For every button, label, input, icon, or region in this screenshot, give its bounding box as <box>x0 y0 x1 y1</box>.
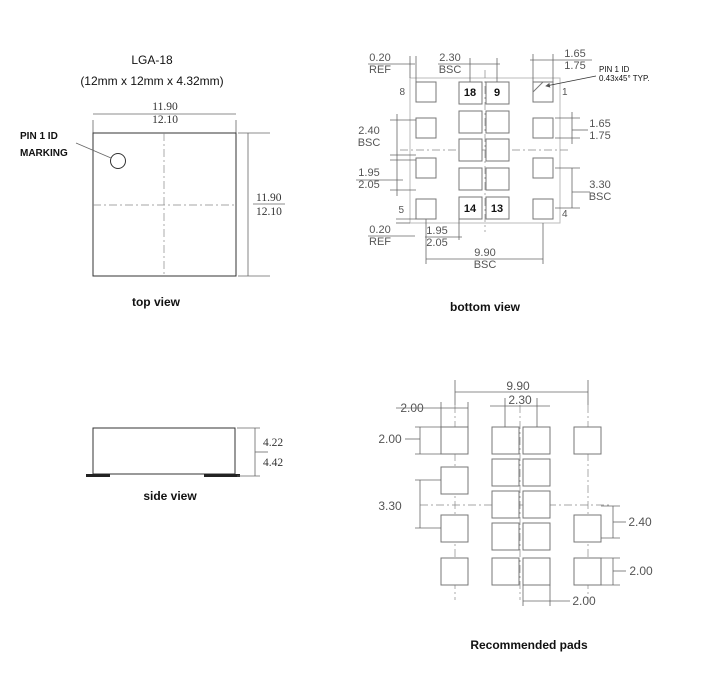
pin-num-5: 5 <box>398 205 404 216</box>
rec-pad <box>522 458 551 487</box>
pitch-top-val: 2.30 <box>439 52 460 64</box>
recommended-pads-label: Recommended pads <box>470 638 588 652</box>
rec-pad-h2: 2.00 <box>629 564 653 578</box>
pin1-id-arrow <box>545 75 597 88</box>
bottom-pad <box>415 157 437 179</box>
span-unit: BSC <box>474 259 497 271</box>
bottom-pad-5 <box>415 198 437 220</box>
rec-pad <box>491 458 520 487</box>
side-view: 4.22 4.42 side view <box>86 427 283 503</box>
pin-num-18: 18 <box>464 87 476 99</box>
rec-pad <box>522 522 551 551</box>
pin1-id-line1: PIN 1 ID <box>599 65 629 74</box>
pad-b-min: 1.95 <box>426 225 447 237</box>
rec-pad <box>491 522 520 551</box>
pad-w2-max: 1.75 <box>589 130 610 142</box>
pin-num-4: 4 <box>562 209 568 220</box>
rec-pad <box>440 514 469 543</box>
package-dimensions: (12mm x 12mm x 4.32mm) <box>80 74 223 88</box>
rec-pad <box>440 466 469 495</box>
rec-pad <box>491 426 520 455</box>
pad-w-min: 1.65 <box>564 48 585 60</box>
pitch-left-unit: BSC <box>358 137 381 149</box>
row-pitch-unit: BSC <box>589 191 612 203</box>
pin1-chamfer <box>532 81 544 93</box>
ref-top-val: 0.20 <box>369 52 390 64</box>
side-h-min: 4.22 <box>263 437 283 449</box>
bottom-pad <box>485 110 510 134</box>
bottom-pad <box>458 138 483 162</box>
pin-num-1: 1 <box>562 87 568 98</box>
rec-pad <box>440 557 469 586</box>
bottom-pad-14 <box>458 196 483 220</box>
package-name: LGA-18 <box>131 53 173 67</box>
rec-pad-w-bot: 2.00 <box>572 594 596 608</box>
ref-bot-unit: REF <box>369 236 391 248</box>
top-width-min: 11.90 <box>152 101 178 113</box>
pin-num-14: 14 <box>464 203 477 215</box>
rec-pad <box>522 426 551 455</box>
rec-span: 9.90 <box>506 379 530 393</box>
top-height-max: 12.10 <box>256 206 282 218</box>
bottom-pad-8 <box>415 81 437 103</box>
rec-pad <box>522 557 551 586</box>
pin-num-13: 13 <box>491 203 503 215</box>
bottom-view-label: bottom view <box>450 300 521 314</box>
side-view-label: side view <box>143 489 197 503</box>
pitch-left-val: 2.40 <box>358 125 379 137</box>
rec-pitch: 2.30 <box>508 393 532 407</box>
rec-pad <box>522 490 551 519</box>
pin1-label-2: MARKING <box>20 148 68 159</box>
rec-pad <box>491 557 520 586</box>
rec-pad <box>573 557 602 586</box>
rec-pad <box>440 426 469 455</box>
pad-w-max: 1.75 <box>564 60 585 72</box>
bottom-pad-13 <box>485 196 510 220</box>
top-width-max: 12.10 <box>152 114 178 126</box>
ref-bot-val: 0.20 <box>369 224 390 236</box>
pad-w2-min: 1.65 <box>589 118 610 130</box>
pad-b-max: 2.05 <box>426 237 447 249</box>
bottom-pad <box>485 167 510 191</box>
span-val: 9.90 <box>474 247 495 259</box>
pad-h-max: 2.05 <box>358 179 379 191</box>
bottom-pad <box>458 110 483 134</box>
rec-row-pitch: 3.30 <box>378 499 402 513</box>
bottom-view: 18 9 14 13 8 1 5 4 0.20 REF 2.30 BSC 1.6… <box>356 48 650 314</box>
pin1-marking-dot <box>110 153 126 169</box>
rec-pitch-v: 2.40 <box>628 515 652 529</box>
top-view-label: top view <box>132 295 181 309</box>
side-h-max: 4.42 <box>263 457 283 469</box>
side-view-body <box>92 427 236 475</box>
pin1-leader <box>75 142 112 159</box>
bottom-pad-9 <box>485 81 510 105</box>
rec-pad <box>573 514 602 543</box>
pin-num-9: 9 <box>494 87 500 99</box>
pin1-label-1: PIN 1 ID <box>20 131 58 142</box>
pin-num-8: 8 <box>399 87 405 98</box>
row-pitch-val: 3.30 <box>589 179 610 191</box>
bottom-pad <box>532 117 554 139</box>
ref-top-unit: REF <box>369 64 391 76</box>
pitch-top-unit: BSC <box>439 64 462 76</box>
pin1-id-line2: 0.43x45° TYP. <box>599 74 650 83</box>
bottom-pad-4 <box>532 198 554 220</box>
bottom-pad <box>485 138 510 162</box>
rec-pad <box>573 426 602 455</box>
side-lead-right <box>204 474 240 477</box>
bottom-pad <box>532 157 554 179</box>
pad-h-min: 1.95 <box>358 167 379 179</box>
top-view: LGA-18 (12mm x 12mm x 4.32mm) 11.90 12.1… <box>20 53 285 309</box>
side-lead-left <box>86 474 110 477</box>
top-height-min: 11.90 <box>256 192 282 204</box>
bottom-pad <box>415 117 437 139</box>
rec-pad <box>491 490 520 519</box>
bottom-pad <box>458 167 483 191</box>
rec-pad-h: 2.00 <box>378 432 402 446</box>
recommended-pads: 9.90 2.00 2.30 2.00 3.30 2.40 2.00 <box>378 379 653 652</box>
bottom-pad-18 <box>458 81 483 105</box>
